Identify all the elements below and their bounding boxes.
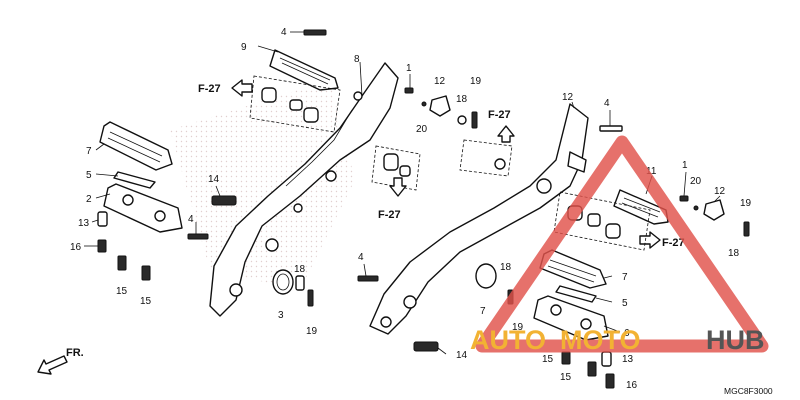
callout-4-right: 5	[622, 298, 628, 309]
callout-17-right: 16	[626, 380, 638, 391]
callout-16-right-b: 15	[560, 372, 572, 383]
callout-1-right: 1	[682, 160, 688, 171]
callout-17-left: 16	[70, 242, 82, 253]
right-arrow-icon	[639, 231, 661, 249]
right-step-bracket	[369, 103, 589, 335]
ref-f27-left: F-27	[198, 83, 221, 95]
left-rider-peg	[99, 121, 173, 171]
callout-14-left: 13	[78, 218, 90, 229]
callout-14-right: 13	[622, 354, 634, 365]
callout-12-left: 12	[434, 76, 446, 87]
ref-f27-up: F-27	[488, 109, 511, 121]
right-dashed-box	[553, 191, 651, 251]
left-bolts	[97, 29, 478, 307]
callout-5-right: 4	[604, 98, 610, 109]
callout-16-right-a: 15	[542, 354, 554, 365]
callout-1-left: 1	[406, 63, 412, 74]
background-wing-watermark	[170, 80, 355, 290]
callout-9-right: 7	[622, 272, 628, 283]
callout-18-left: 18	[294, 264, 306, 275]
leader-lines	[84, 31, 721, 355]
callout-5-top: 4	[281, 27, 287, 38]
callout-8: 8	[354, 54, 360, 65]
ref-f27-down: F-27	[378, 209, 401, 221]
callout-7: 7	[480, 306, 486, 317]
left-spring	[272, 269, 294, 295]
diagram-code: MGC8F3000	[724, 386, 773, 396]
left-collar	[97, 211, 108, 227]
left-step-bracket	[209, 62, 399, 317]
callout-19-left: 19	[306, 326, 318, 337]
callout-12-right: 12	[714, 186, 726, 197]
left-bushings	[261, 87, 467, 291]
callout-11: 11	[646, 166, 657, 177]
down-arrow-icon	[389, 177, 407, 197]
callout-3: 3	[278, 310, 284, 321]
left-peg-holder	[103, 183, 183, 233]
callout-18-left-top: 18	[456, 94, 468, 105]
watermark-moto: MOTO	[560, 325, 641, 355]
callout-numbers: 4 9 8 1 12 19 18 20 7 5 2 13 16 14 4 15 …	[70, 27, 752, 391]
callout-18-right-top: 18	[728, 248, 740, 259]
up-arrow-icon	[497, 125, 515, 143]
left-passenger-peg	[269, 49, 339, 91]
callout-19-right-low: 19	[512, 322, 524, 333]
callout-15-right: 14	[456, 350, 468, 361]
ref-f27-right: F-27	[662, 237, 685, 249]
callout-16-left-a: 15	[116, 286, 128, 297]
left-dashed-box-3	[459, 139, 513, 177]
front-label: FR.	[66, 347, 84, 359]
callout-19-left-top: 19	[470, 76, 482, 87]
callout-6: 6	[624, 328, 630, 339]
right-peg-holder	[533, 285, 609, 341]
left-arrow-icon	[231, 79, 253, 97]
callout-5-left: 4	[188, 214, 194, 225]
callout-19-right: 19	[740, 198, 752, 209]
callout-10: 9	[241, 42, 247, 53]
callout-15-left: 14	[208, 174, 220, 185]
front-arrow-icon	[37, 355, 68, 375]
callout-9-left: 7	[86, 146, 92, 157]
watermark-auto: AUTO	[470, 325, 546, 355]
callout-13: 12	[562, 92, 574, 103]
callout-2: 2	[86, 194, 92, 205]
front-direction-indicator: FR.	[37, 347, 84, 375]
callout-18-right: 18	[500, 262, 512, 273]
watermark-triangle-icon	[475, 135, 769, 353]
automotohub-watermark: AUTO MOTO HUB	[470, 135, 769, 355]
left-dashed-box-2	[371, 145, 421, 191]
callout-20-right: 20	[690, 176, 702, 187]
watermark-hub: HUB	[706, 325, 765, 355]
callout-16-left-b: 15	[140, 296, 152, 307]
callout-4-left: 5	[86, 170, 92, 181]
callout-5-mid: 4	[358, 252, 364, 263]
callout-20-left: 20	[416, 124, 428, 135]
